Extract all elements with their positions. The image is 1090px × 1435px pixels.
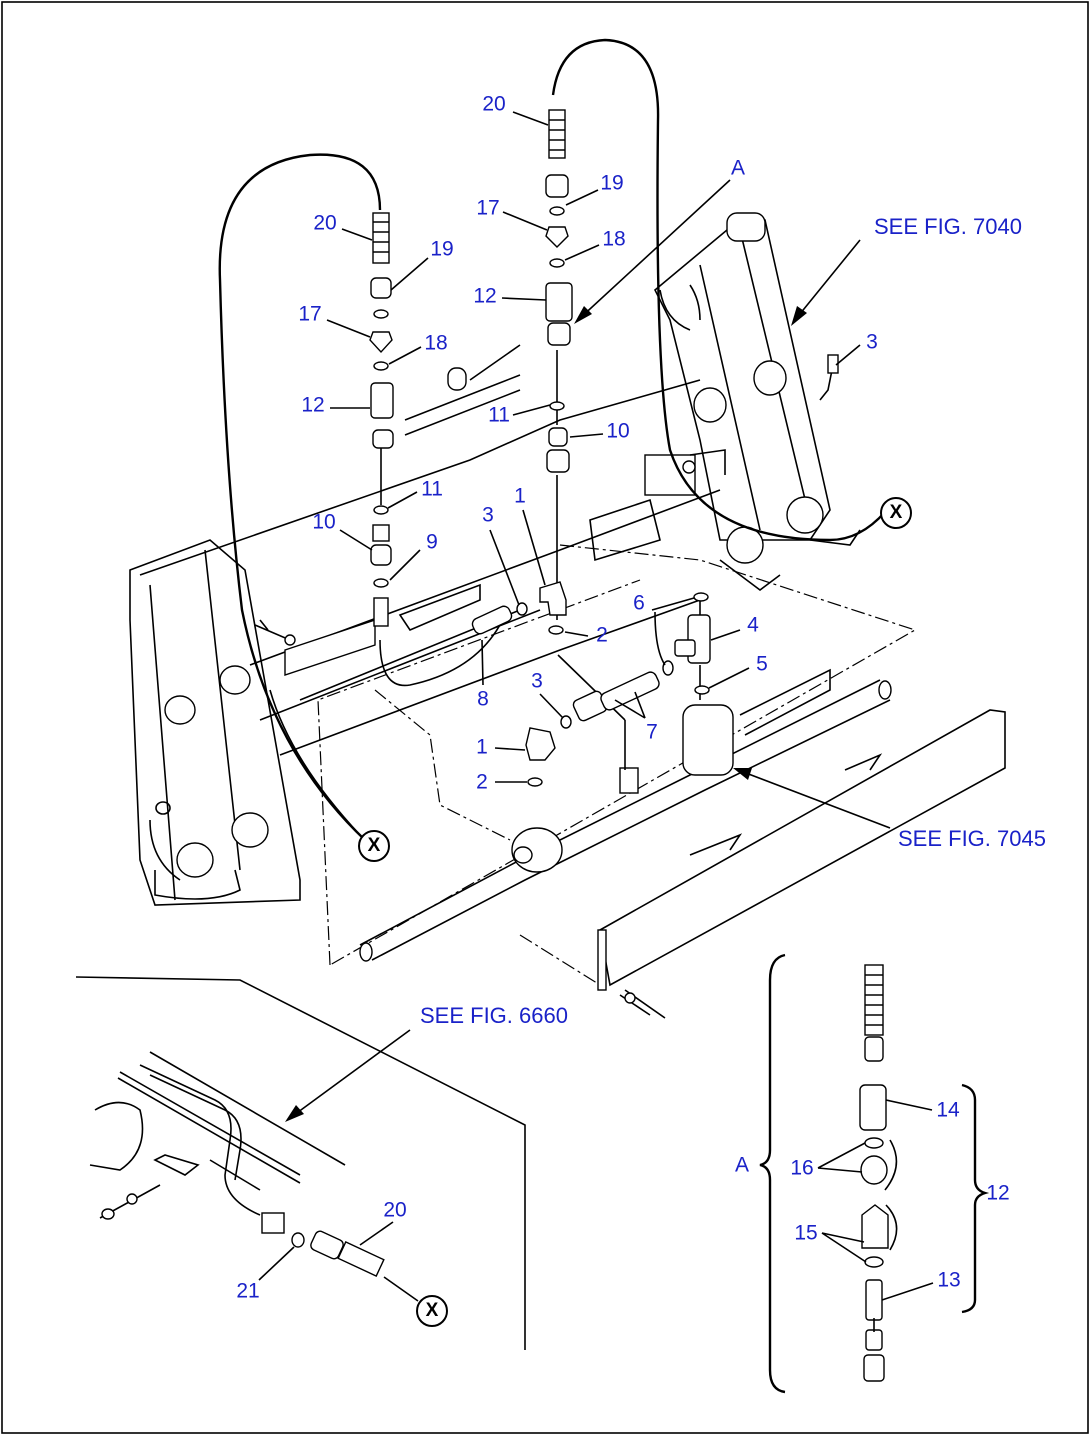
middle-fittings — [471, 581, 711, 787]
part-callout: 11 — [488, 403, 510, 427]
upper-fitting-stack — [545, 109, 573, 473]
part-callout: 2 — [596, 623, 608, 647]
part-callout: 16 — [790, 1156, 814, 1180]
part-callout: 3 — [866, 330, 878, 354]
part-callout: 15 — [794, 1221, 818, 1245]
connector-x-marker: X — [880, 497, 912, 529]
part-callout: 12 — [473, 284, 497, 308]
part-callout: 18 — [602, 227, 626, 251]
part-callout: 17 — [476, 196, 500, 220]
part-callout: 12 — [986, 1181, 1010, 1205]
part-callout: 19 — [600, 171, 624, 195]
part-callout: A — [730, 156, 746, 180]
layout-lines — [317, 544, 917, 986]
part-callout: 12 — [301, 393, 325, 417]
figure-reference: SEE FIG. 6660 — [420, 1003, 568, 1028]
part-callout: 10 — [606, 419, 630, 443]
part-callout: 2 — [476, 770, 488, 794]
part-callout: 1 — [514, 484, 526, 508]
connector-x-marker: X — [358, 830, 390, 862]
part-callout: 13 — [937, 1268, 961, 1292]
part-callout: 9 — [426, 530, 438, 554]
figure-reference: SEE FIG. 7045 — [898, 826, 1046, 851]
part-callout: 20 — [313, 211, 337, 235]
part-callout: 18 — [424, 331, 448, 355]
part-callout: 10 — [312, 510, 336, 534]
part-callout: 8 — [477, 687, 489, 711]
part-callout: 6 — [633, 591, 645, 615]
part-callout: 4 — [747, 613, 759, 637]
part-callout: 21 — [236, 1279, 260, 1303]
part-callout: 5 — [756, 652, 768, 676]
connector-x-marker: X — [416, 1295, 448, 1327]
detail-a — [759, 953, 990, 1394]
lower-assembly — [254, 619, 1006, 1019]
part-callout: 3 — [482, 503, 494, 527]
reference-arrows — [285, 179, 891, 1122]
part-callout: 1 — [476, 735, 488, 759]
part-callout: 19 — [430, 237, 454, 261]
leader-lines — [258, 111, 934, 1301]
part-callout: 3 — [531, 669, 543, 693]
left-frame — [129, 539, 301, 906]
bottom-left-inset — [75, 976, 526, 1350]
hoses — [218, 38, 886, 841]
part-callout: 20 — [383, 1198, 407, 1222]
part-callout: 11 — [421, 477, 443, 501]
figure-reference: SEE FIG. 7040 — [874, 214, 1022, 239]
right-frame — [644, 212, 861, 591]
part-callout: A — [734, 1153, 750, 1177]
part-callout: 20 — [482, 92, 506, 116]
beams — [139, 344, 721, 756]
part-callout: 14 — [936, 1098, 960, 1122]
part-callout: 17 — [298, 302, 322, 326]
left-fitting-stack — [369, 212, 394, 627]
part-callout: 7 — [646, 720, 658, 744]
